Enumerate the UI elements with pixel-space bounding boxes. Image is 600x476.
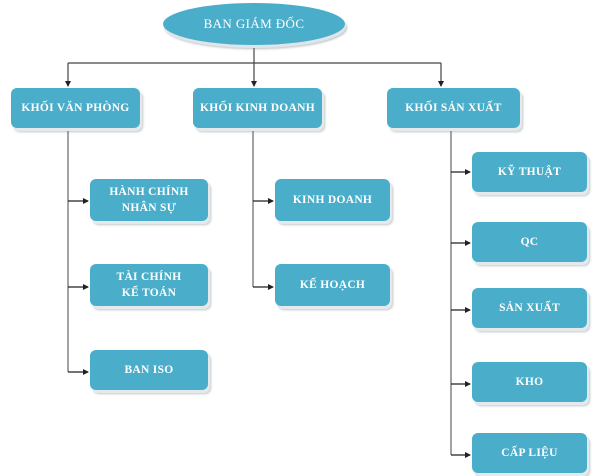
department-label-line: NHÂN SỰ	[121, 202, 177, 214]
department-label-line: KẾ TOÁN	[121, 287, 177, 299]
department-hr-admin: HÀNH CHÍNH NHÂN SỰ	[90, 179, 208, 221]
division-business: KHỐI KINH DOANH	[193, 88, 322, 128]
department-planning: KẾ HOẠCH	[275, 264, 390, 306]
department-label-line: KẾ HOẠCH	[299, 279, 366, 291]
department-qc: QC	[472, 222, 587, 262]
division-label: KHỐI KINH DOANH	[199, 102, 316, 114]
department-label-line: SẢN XUẤT	[499, 302, 560, 314]
division-label: KHỐI VĂN PHÒNG	[21, 102, 130, 114]
department-label-line: HÀNH CHÍNH	[109, 186, 189, 198]
department-engineering: KỸ THUẬT	[472, 152, 587, 192]
department-warehouse: KHO	[472, 362, 587, 402]
root-label: BAN GIÁM ĐỐC	[203, 16, 305, 31]
division-office: KHỐI VĂN PHÒNG	[11, 88, 140, 128]
department-label-line: QC	[520, 236, 539, 248]
department-material-supply: CẤP LIỆU	[472, 433, 587, 473]
department-sales: KINH DOANH	[275, 179, 390, 221]
department-label-line: BAN ISO	[124, 364, 174, 376]
department-label-line: TÀI CHÍNH	[116, 271, 182, 283]
department-label-line: KHO	[515, 376, 544, 388]
department-label-line: KỸ THUẬT	[497, 166, 562, 178]
department-finance-accounting: TÀI CHÍNH KẾ TOÁN	[90, 264, 208, 306]
department-label-line: KINH DOANH	[292, 194, 373, 206]
department-iso: BAN ISO	[90, 350, 208, 390]
department-label-line: CẤP LIỆU	[501, 447, 558, 459]
department-production: SẢN XUẤT	[472, 288, 587, 328]
root-node-board-of-directors: BAN GIÁM ĐỐC	[163, 3, 345, 45]
division-production: KHỐI SẢN XUẤT	[387, 88, 520, 128]
division-label: KHỐI SẢN XUẤT	[405, 102, 502, 114]
